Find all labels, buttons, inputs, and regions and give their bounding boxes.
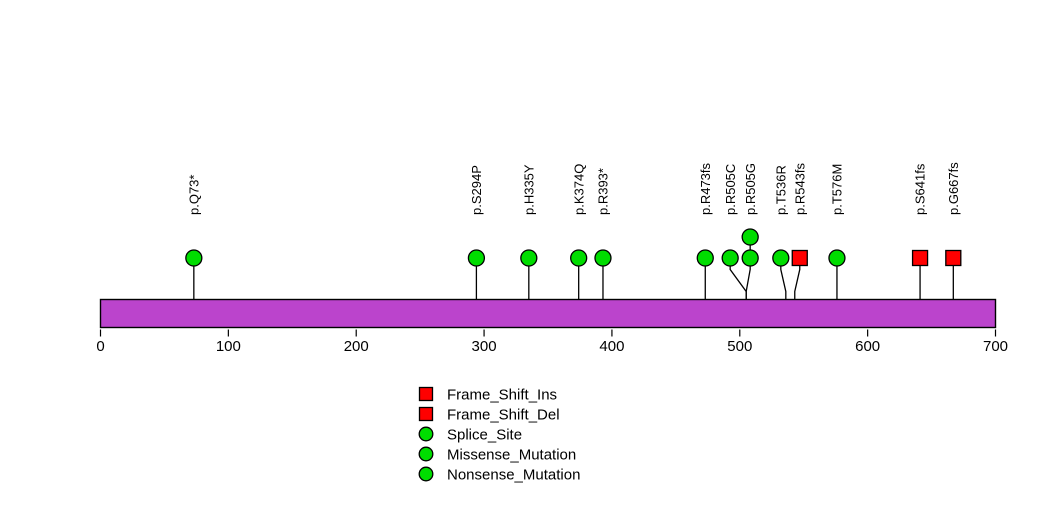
axis-tick-label: 500 [727, 338, 752, 355]
mutation-label: p.R473fs [698, 162, 713, 215]
mutation-marker-circle[interactable] [185, 249, 203, 267]
mutation-marker-square[interactable] [945, 249, 962, 267]
mutation-stem [745, 237, 751, 300]
legend-entry-label: Nonsense_Mutation [447, 467, 580, 484]
mutation-label: p.R393* [596, 168, 611, 215]
mutation-label: p.T576M [830, 164, 845, 215]
mutation-labels-layer: p.Q73* p.S294P p.H335Y p.K374Q p.R393* p.R473… [186, 162, 960, 215]
protein-backbone-rect [99, 298, 997, 329]
legend-marker-square [418, 386, 434, 402]
legend-marker-circle [418, 446, 434, 462]
mutation-marker-circle[interactable] [696, 249, 714, 267]
mutation-label: p.G667fs [946, 162, 961, 215]
legend-marker-square [418, 406, 434, 422]
mutation-marker-circle[interactable] [467, 249, 486, 267]
mutation-marker-circle[interactable] [772, 249, 790, 267]
axis-tick-label: 200 [344, 338, 369, 355]
mutation-marker-circle[interactable] [594, 249, 612, 267]
mutation-label: p.S641fs [913, 163, 928, 215]
mutation-marker-circle[interactable] [570, 249, 588, 267]
axis-tick-label: 100 [216, 338, 241, 355]
legend-entry-label: Missense_Mutation [447, 447, 576, 464]
mutation-label: p.R543fs [792, 162, 807, 215]
axis-tick-label: 0 [96, 338, 104, 355]
mutation-label: p.S294P [469, 165, 484, 215]
mutation-label: p.K374Q [571, 164, 586, 215]
legend-marker-circle [418, 466, 434, 482]
legend: Frame_Shift_InsFrame_Shift_DelSplice_Sit… [418, 386, 580, 484]
mutation-label: p.R505G [743, 163, 758, 215]
mutation-markers-layer [185, 228, 962, 267]
legend-entry-label: Splice_Site [447, 427, 522, 444]
axis-tick-label: 400 [599, 338, 624, 355]
protein-domain-bar [99, 298, 997, 329]
legend-entry-label: Frame_Shift_Ins [447, 387, 557, 404]
mutation-marker-square[interactable] [791, 249, 808, 267]
axis-tick-label: 700 [983, 338, 1008, 355]
mutation-marker-circle[interactable] [721, 249, 739, 267]
mutation-marker-circle[interactable] [741, 228, 759, 246]
mutation-marker-circle[interactable] [828, 249, 846, 267]
position-axis: 0 100 200 300 400 500 600 700 [96, 329, 1008, 355]
mutation-marker-circle[interactable] [520, 249, 538, 267]
axis-tick-label: 600 [855, 338, 880, 355]
mutation-label: p.T536R [773, 165, 788, 215]
mutation-label: p.Q73* [186, 175, 201, 215]
mutation-marker-circle[interactable] [741, 249, 759, 267]
mutation-label: p.R505C [723, 164, 738, 215]
legend-marker-circle [418, 426, 434, 442]
axis-tick-label: 300 [472, 338, 497, 355]
mutation-stems-layer [193, 237, 954, 300]
mutation-label: p.H335Y [521, 164, 536, 215]
mutation-marker-square[interactable] [911, 249, 929, 267]
legend-entry-label: Frame_Shift_Del [447, 407, 560, 424]
